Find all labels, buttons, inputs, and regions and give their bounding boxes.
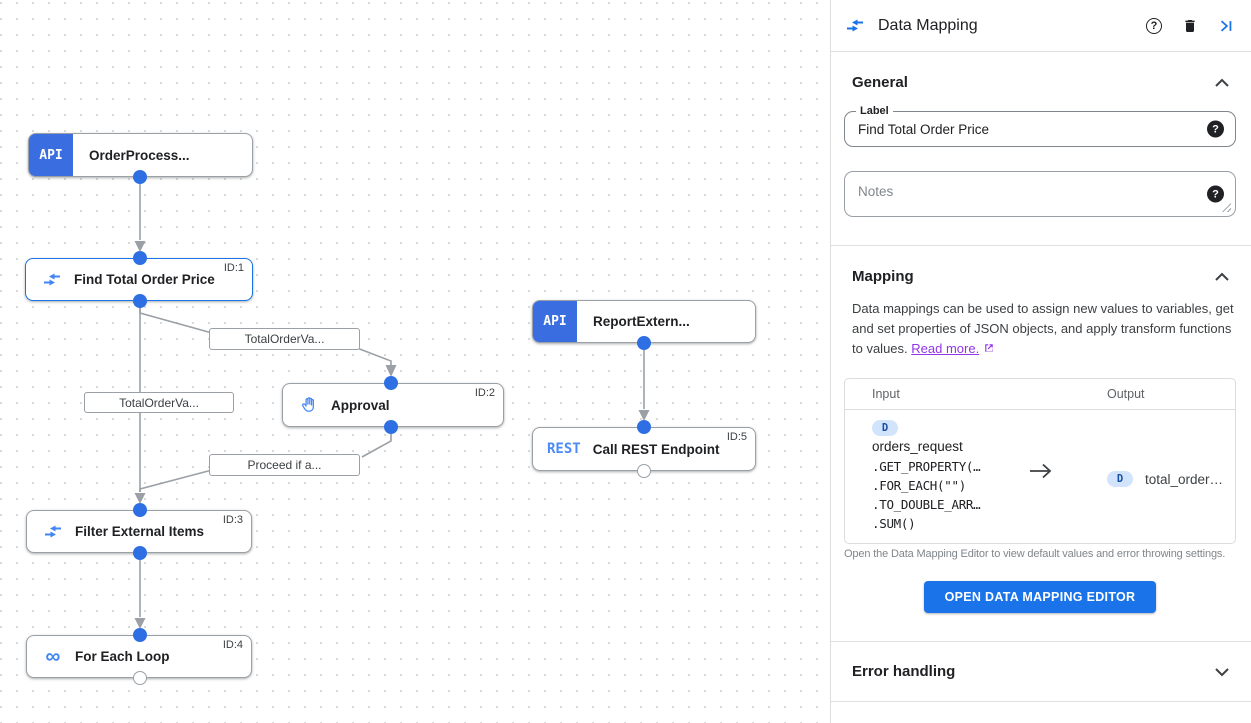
label-help-icon[interactable]: ? — [1207, 120, 1224, 138]
mapping-arrow-icon — [1028, 462, 1054, 485]
edge-layer — [134, 177, 650, 629]
node-id: ID:2 — [474, 387, 495, 399]
edge-label-totalorderva-left[interactable]: TotalOrderVa... — [84, 392, 234, 413]
data-mapping-icon — [845, 16, 865, 36]
input-variable: orders_request — [872, 439, 963, 454]
input-column-header: Input — [872, 387, 900, 401]
workflow-canvas[interactable]: TotalOrderVa... TotalOrderVa... Proceed … — [0, 0, 830, 723]
output-variable: total_order… — [1145, 471, 1224, 487]
node-id: ID:5 — [726, 431, 747, 443]
collapse-panel-icon[interactable] — [1217, 17, 1235, 35]
section-divider — [831, 245, 1251, 246]
connector-dot[interactable] — [637, 420, 651, 434]
section-general-title: General — [852, 74, 908, 91]
node-id: ID:3 — [222, 514, 243, 526]
notes-help-icon[interactable]: ? — [1207, 185, 1224, 203]
node-id: ID:1 — [223, 262, 244, 274]
connector-dot[interactable] — [384, 376, 398, 390]
node-call-rest-endpoint[interactable]: REST Call REST Endpoint ID:5 — [532, 427, 756, 471]
node-label: For Each Loop — [75, 649, 170, 664]
chevron-up-icon — [1215, 272, 1229, 281]
mapping-row[interactable]: D orders_request .GET_PROPERTY(… .FOR_EA… — [845, 410, 1235, 543]
connector-dot-empty[interactable] — [133, 671, 147, 685]
node-filter-external-items[interactable]: Filter External Items ID:3 — [26, 510, 252, 553]
node-label: Call REST Endpoint — [592, 441, 720, 457]
data-mapping-icon — [42, 270, 62, 290]
chevron-down-icon — [1215, 667, 1229, 676]
connector-dot[interactable] — [637, 336, 651, 350]
edge-find-approval-a — [139, 301, 213, 334]
connector-dot[interactable] — [133, 546, 147, 560]
input-transform-functions: .GET_PROPERTY(… .FOR_EACH("") .TO_DOUBLE… — [872, 459, 981, 531]
connector-dot[interactable] — [133, 294, 147, 308]
connector-dot[interactable] — [133, 628, 147, 642]
notes-field: ? — [844, 171, 1236, 217]
edge-label-totalorderva-top[interactable]: TotalOrderVa... — [209, 328, 360, 350]
panel-title: Data Mapping — [878, 16, 978, 34]
config-panel: Data Mapping ? General — [830, 0, 1251, 723]
connector-dot-empty[interactable] — [637, 464, 651, 478]
edge-find-approval-b — [356, 347, 392, 365]
connector-dot[interactable] — [133, 503, 147, 517]
node-label: Approval — [331, 397, 390, 413]
datatype-badge: D — [1107, 471, 1133, 487]
delete-icon[interactable] — [1181, 17, 1199, 35]
api-trigger-badge: API — [533, 301, 577, 342]
section-error-handling-toggle[interactable]: Error handling — [844, 642, 1236, 701]
label-input[interactable] — [845, 112, 1235, 146]
node-label: Find Total Order Price — [74, 272, 215, 287]
connector-dot[interactable] — [133, 251, 147, 265]
mapping-hint: Open the Data Mapping Editor to view def… — [844, 548, 1226, 560]
approval-hand-icon — [299, 395, 319, 415]
mapping-table-header: Input Output — [845, 379, 1235, 410]
panel-header: Data Mapping ? — [831, 0, 1251, 52]
label-field: Label ? — [844, 105, 1236, 147]
edge-label-proceed-if[interactable]: Proceed if a... — [209, 454, 360, 476]
mapping-description: Data mappings can be used to assign new … — [844, 297, 1241, 360]
read-more-link[interactable]: Read more. — [911, 341, 980, 356]
api-trigger-badge: API — [29, 134, 73, 176]
help-icon[interactable]: ? — [1145, 17, 1163, 35]
notes-textarea[interactable] — [845, 172, 1235, 216]
section-divider — [831, 701, 1251, 702]
node-id: ID:4 — [222, 639, 243, 651]
open-data-mapping-editor-button[interactable]: OPEN DATA MAPPING EDITOR — [923, 581, 1157, 613]
loop-icon: ∞ — [45, 644, 61, 668]
section-mapping-title: Mapping — [852, 268, 914, 285]
edge-approval-filter-b — [139, 469, 213, 492]
node-label: Filter External Items — [75, 524, 205, 539]
chevron-up-icon — [1215, 78, 1229, 87]
external-link-icon — [983, 340, 995, 360]
connector-dot[interactable] — [133, 170, 147, 184]
resize-handle-icon[interactable] — [1222, 203, 1231, 212]
mapping-table: Input Output D orders_request .GET_PROPE… — [844, 378, 1236, 544]
section-general-toggle[interactable]: General — [844, 52, 1236, 103]
node-reportextern-trigger[interactable]: API ReportExtern... — [532, 300, 756, 343]
data-mapping-icon — [43, 522, 63, 542]
output-column-header: Output — [1107, 387, 1145, 401]
section-error-handling-title: Error handling — [852, 663, 956, 680]
node-label: OrderProcess... — [89, 147, 190, 163]
section-divider — [831, 641, 1251, 642]
output-group: D total_order… — [1107, 471, 1223, 487]
label-field-legend: Label — [856, 105, 893, 117]
connector-dot[interactable] — [384, 420, 398, 434]
rest-task-badge: REST — [547, 441, 581, 457]
section-mapping-toggle[interactable]: Mapping — [844, 246, 1236, 297]
node-label: ReportExtern... — [593, 314, 690, 329]
datatype-badge: D — [872, 420, 898, 436]
